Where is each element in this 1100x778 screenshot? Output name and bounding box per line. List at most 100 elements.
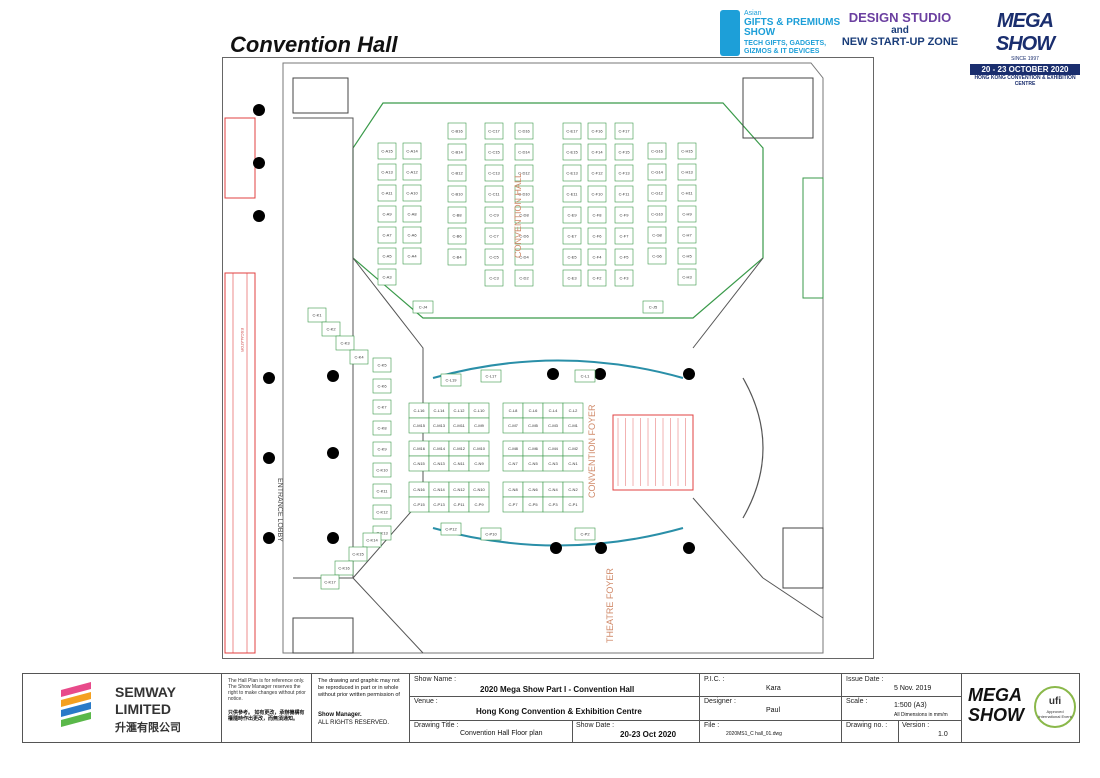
booth-outline [377,226,397,244]
show-name: 2020 Mega Show Part I - Convention Hall [480,685,635,694]
booth-outline [447,248,467,266]
north-booth: C-E5 [562,248,582,266]
pillar [594,368,606,380]
scale: 1:500 (A3) [894,702,927,709]
booth-outline [514,122,534,140]
booth-outline [349,349,369,365]
booth-label: C-M8 [508,446,519,451]
north-booth: C-E15 [562,143,582,161]
north-booth: C-A9 [377,205,397,223]
booth-label: C-M5 [528,423,539,428]
north-booth: C-F15 [614,143,634,161]
north-booth: C-F3 [614,269,634,287]
booth-outline [402,142,422,160]
booth-label: C-B16 [451,129,463,134]
booth-outline [334,560,354,576]
foyer-booth: C-L8 [502,402,524,419]
booth-outline [514,143,534,161]
booth-label: C-K5 [377,363,387,368]
north-booth: C-D2 [514,269,534,287]
booth-outline [372,483,392,499]
booth-label: C-K10 [376,468,388,473]
north-booth: C-H7 [677,226,697,244]
booth-outline [372,462,392,478]
booth-outline [348,546,368,562]
booth-label: C-N9 [474,461,484,466]
north-booth: C-B14 [447,143,467,161]
booth-outline [677,142,697,160]
booth-outline [587,122,607,140]
booth-outline [677,226,697,244]
booth-outline [447,185,467,203]
booth-outline [320,574,340,590]
booth-label: C-C7 [489,234,499,239]
booth-label: C-L8 [509,408,518,413]
drawing-title: Convention Hall Floor plan [460,730,543,737]
entrance-lobby: ENTRANCE LOBBY ESCALATOR [224,117,283,654]
booth-label: C-A5 [382,254,392,259]
ufi-subtext: Approved International Event [1038,709,1072,719]
booth-outline [562,143,582,161]
booth-label: C-M2 [568,446,579,451]
booth-outline [614,248,634,266]
booth-label: C-E15 [566,150,578,155]
booth-label: C-P12 [445,527,457,532]
booth-label: C-E9 [567,213,577,218]
booth-outline [574,527,596,541]
north-booth: C-E17 [562,122,582,140]
north-booth: C-F9 [614,206,634,224]
designer-label: Designer : [704,698,736,705]
booth-outline [484,206,504,224]
booth-label: C-K15 [352,552,364,557]
booth-outline [377,268,397,286]
booth-label: C-A10 [406,191,418,196]
north-booth: C-G10 [647,205,667,223]
booth-label: C-A14 [406,149,418,154]
floor-plan-drawing: ENTRANCE LOBBY ESCALATOR C-A15C-A13C-A11… [224,62,824,654]
booth-label: C-H5 [682,254,692,259]
booth-outline [335,335,355,351]
dimensions: All Dimensions in mm/m [894,712,948,718]
foyer-booth: C-N1 [562,455,584,472]
foyer-booth: C-N5 [522,455,544,472]
drawing-info: Issue Date : 5 Nov. 2019 Scale : 1:500 (… [841,674,962,742]
issue-date-label: Issue Date : [846,676,884,683]
foyer-booth: C-N6 [522,481,544,498]
booth-label: C-C17 [488,129,500,134]
north-booth: C-B12 [447,164,467,182]
company-name: SEMWAY [115,684,176,700]
page-title: Convention Hall [230,32,398,57]
booth-label: C-E17 [566,129,578,134]
booth-label: C-K13 [376,531,388,536]
foyer-booth: C-M15 [408,417,430,434]
north-booth: C-A8 [402,205,422,223]
north-booth: C-D12 [514,164,534,182]
logo-text: DESIGN STUDIO [848,10,952,25]
booth-label: C-D16 [518,129,530,134]
copyright: The drawing and graphic may not be repro… [311,674,409,742]
booth-outline [480,369,502,383]
booth-label: C-P2 [580,532,590,537]
copyright-owner: Show Manager. [318,712,362,718]
booth-outline [587,227,607,245]
foyer-booth: C-N11 [448,455,470,472]
north-booth: C-A10 [402,184,422,202]
drawing-title-label: Drawing Title : [414,722,459,729]
booth-label: C-K7 [377,405,387,410]
booth-label: C-K8 [377,426,387,431]
booth-label: C-A11 [381,191,393,196]
west-booth: C-K2 [321,321,341,337]
booth-label: C-E11 [566,192,578,197]
pillar [253,210,265,222]
booth-label: C-M15 [413,423,426,428]
foyer-booth: C-M12 [448,440,470,457]
issue-date: 5 Nov. 2019 [894,685,932,692]
foyer-booth: C-N3 [542,455,564,472]
booth-label: C-B10 [451,192,463,197]
booth-label: C-N8 [508,487,518,492]
booth-label: C-P13 [433,502,445,507]
misc-booth: C-L17 [480,369,502,383]
foyer-booth: C-P11 [448,496,470,513]
